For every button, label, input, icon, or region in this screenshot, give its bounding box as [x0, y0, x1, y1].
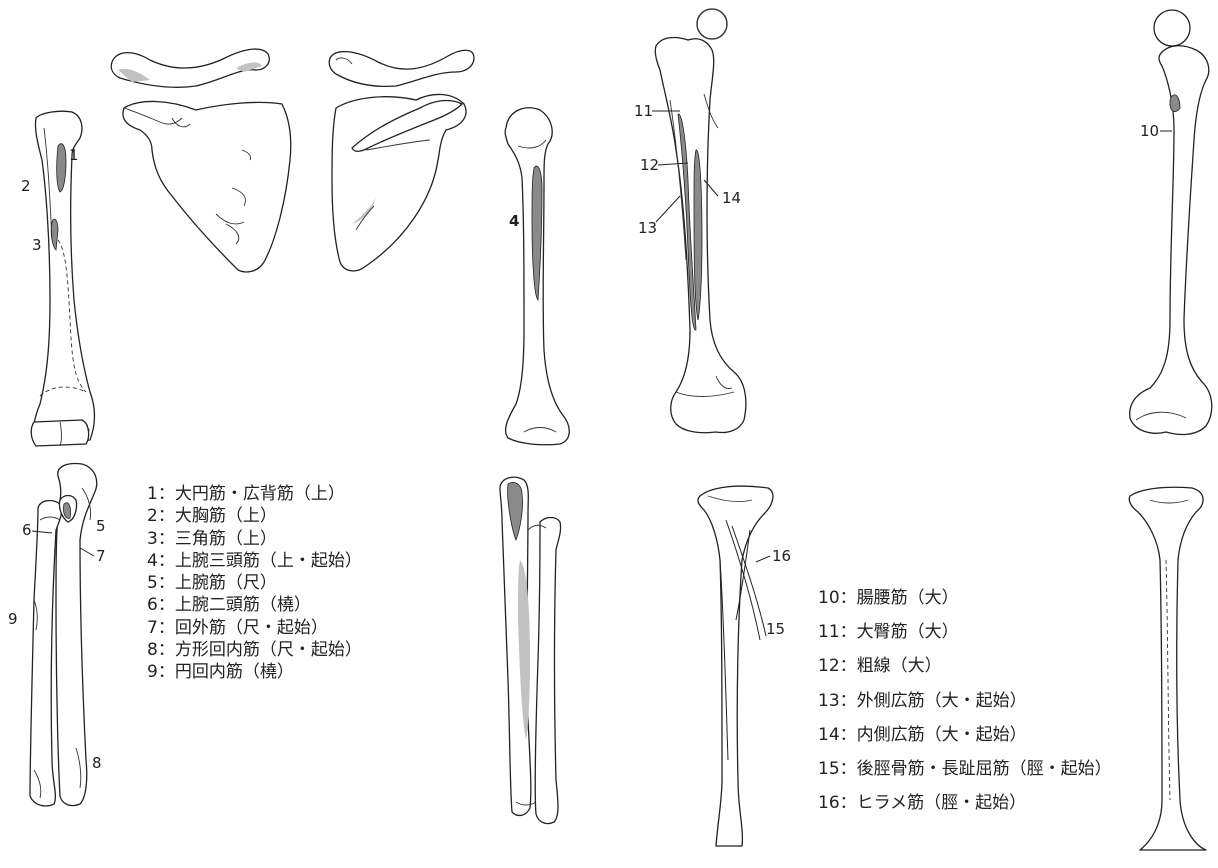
legend-item-15: 15：後脛骨筋・長趾屈筋（脛・起始） [818, 752, 1112, 786]
marker-10: 10 [1140, 122, 1159, 140]
legend-item-1: 1：大円筋・広背筋（上） [147, 483, 362, 505]
legend-item-2: 2：大胸筋（上） [147, 505, 362, 527]
clavicle-right [329, 50, 474, 86]
marker-9: 9 [8, 610, 18, 628]
scapula-left [123, 101, 291, 272]
tibia-posterior-right [1129, 487, 1206, 850]
marker-8: 8 [92, 754, 102, 772]
legend-item-8: 8：方形回内筋（尺・起始） [147, 639, 362, 661]
marker-11: 11 [634, 102, 653, 120]
scapula-right [332, 94, 466, 271]
marker-3: 3 [32, 236, 42, 254]
legend-item-4: 4：上腕三頭筋（上・起始） [147, 550, 362, 572]
femur-anterior [655, 9, 746, 433]
legend-lower-limb: 10：腸腰筋（大） 11：大臀筋（大） 12：粗線（大） 13：外側広筋（大・起… [818, 581, 1112, 820]
marker-6: 6 [22, 521, 32, 539]
humerus-anterior [31, 111, 94, 446]
marker-5: 5 [96, 517, 106, 535]
marker-1: 1 [69, 146, 79, 164]
marker-16: 16 [772, 547, 791, 565]
marker-15: 15 [766, 620, 785, 638]
marker-14: 14 [722, 189, 741, 207]
humerus-posterior [505, 108, 569, 445]
legend-item-12: 12：粗線（大） [818, 649, 1112, 683]
legend-item-14: 14：内側広筋（大・起始） [818, 718, 1112, 752]
clavicle-left [111, 49, 269, 87]
legend-item-13: 13：外側広筋（大・起始） [818, 684, 1112, 718]
legend-item-5: 5：上腕筋（尺） [147, 572, 362, 594]
marker-13: 13 [638, 219, 657, 237]
legend-item-3: 3：三角筋（上） [147, 528, 362, 550]
legend-item-16: 16：ヒラメ筋（脛・起始） [818, 786, 1112, 820]
marker-7: 7 [96, 547, 106, 565]
femur-posterior [1130, 10, 1212, 434]
legend-item-10: 10：腸腰筋（大） [818, 581, 1112, 615]
marker-12: 12 [640, 156, 659, 174]
marker-4: 4 [509, 212, 519, 230]
legend-item-7: 7：回外筋（尺・起始） [147, 617, 362, 639]
forearm-posterior [500, 477, 561, 823]
legend-item-6: 6：上腕二頭筋（橈） [147, 594, 362, 616]
legend-item-9: 9：円回内筋（橈） [147, 661, 362, 683]
forearm-anterior [30, 464, 97, 806]
marker-2: 2 [21, 177, 31, 195]
legend-item-11: 11：大臀筋（大） [818, 615, 1112, 649]
tibia-posterior-left [698, 486, 773, 846]
legend-upper-limb: 1：大円筋・広背筋（上） 2：大胸筋（上） 3：三角筋（上） 4：上腕三頭筋（上… [147, 483, 362, 684]
